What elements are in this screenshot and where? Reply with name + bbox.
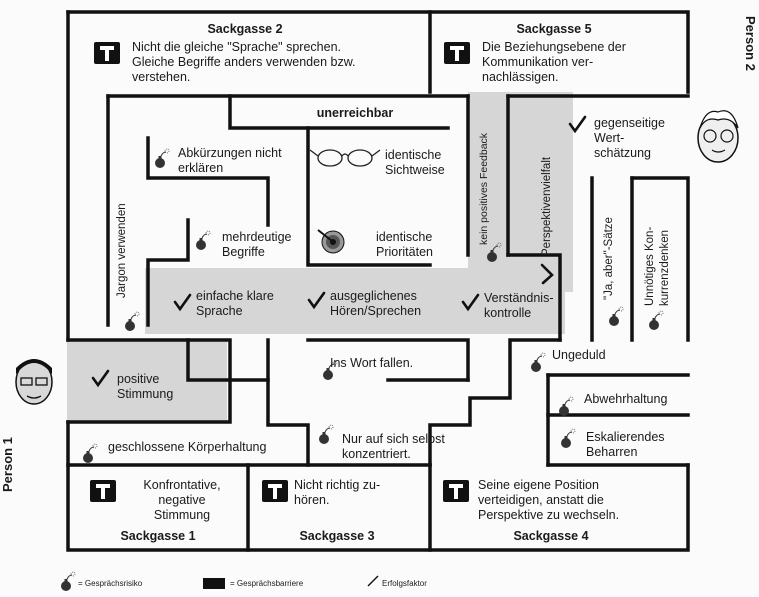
sackgasse-1-title: Sackgasse 1 xyxy=(120,529,196,543)
check-icon-stimmung xyxy=(91,369,110,388)
sackgasse-3-text: Nicht richtig zu- hören. xyxy=(294,478,381,507)
bomb-icon-jargon xyxy=(124,311,140,332)
legend-success-label: Erfolgsfaktor xyxy=(382,579,427,588)
risk-abkuerzungen: Abkürzungen nicht erklären xyxy=(178,146,282,175)
risk-kein-positives-feedback: kein positives Feedback xyxy=(478,132,490,245)
success-perspektivenvielfalt: Perspektivenvielfalt xyxy=(541,156,553,256)
risk-nur-auf-sich-selbst: Nur auf sich selbst konzentriert. xyxy=(342,432,445,461)
risk-jargon: Jargon verwenden xyxy=(116,203,128,298)
glasses-icon xyxy=(309,149,381,167)
bomb-icon-jaaber xyxy=(608,306,624,327)
risk-ins-wort-fallen: Ins Wort fallen. xyxy=(330,356,414,370)
person-2-face-icon xyxy=(697,110,739,163)
bomb-icon-eskal xyxy=(560,428,576,449)
barrier-icon-s3 xyxy=(262,480,288,502)
risk-konkurrenzdenken: Unnötiges Kon- kurrenzdenken xyxy=(644,226,671,306)
sackgasse-5-text: Die Beziehungsebene der Kommunikation ve… xyxy=(482,40,626,84)
bomb-icon-abwehr xyxy=(558,396,574,417)
right-vertical-path xyxy=(468,92,573,292)
risk-abwehrhaltung: Abwehrhaltung xyxy=(584,392,668,406)
success-verstaendniskontrolle: Verständnis- kontrolle xyxy=(484,291,554,320)
risk-mehrdeutige-begriffe: mehrdeutige Begriffe xyxy=(222,230,292,259)
bomb-icon-koerper xyxy=(82,443,98,464)
sackgasse-4-text: Seine eigene Position verteidigen, ansta… xyxy=(478,478,620,522)
check-icon-perspektive xyxy=(540,263,554,285)
legend-barrier-icon xyxy=(203,578,225,589)
bomb-icon-selbst xyxy=(318,424,334,445)
risk-ungeduld: Ungeduld xyxy=(552,348,606,362)
sackgasse-3-title: Sackgasse 3 xyxy=(299,529,375,543)
unerreichbar-title: unerreichbar xyxy=(316,106,394,120)
bomb-icon-konkurrenz xyxy=(648,310,664,331)
sackgasse-4-title: Sackgasse 4 xyxy=(513,529,589,543)
person-1-face-icon xyxy=(15,359,53,405)
check-icon-hoeren xyxy=(307,291,326,310)
person-1-label: Person 1 xyxy=(0,437,15,492)
legend-check-icon xyxy=(367,575,379,587)
barrier-icon-s4 xyxy=(443,480,469,502)
bomb-icon-mehr xyxy=(195,230,211,251)
target-icon xyxy=(317,229,345,254)
maze-walls xyxy=(66,10,690,552)
bomb-icon-ungeduld xyxy=(530,352,546,373)
success-wertschaetzung: gegenseitige Wert- schätzung xyxy=(594,116,665,160)
goal-identische-sichtweise: identische Sichtweise xyxy=(385,148,445,177)
barrier-icon-s1 xyxy=(90,480,116,502)
success-ausgeglichenes-hoeren: ausgeglichenes Hören/Sprechen xyxy=(330,289,422,318)
bomb-icon-abk xyxy=(154,148,170,169)
check-icons xyxy=(91,115,587,388)
check-icon-wertschaetzung xyxy=(568,115,587,134)
legend-bomb-icon xyxy=(60,571,76,592)
sackgasse-2-text: Nicht die gleiche "Sprache" sprechen. Gl… xyxy=(132,40,356,84)
goal-identische-prioritaeten: identische Prioritäten xyxy=(376,230,433,259)
barrier-icon-s2 xyxy=(94,42,120,64)
risk-eskalierendes-beharren: Eskalierendes Beharren xyxy=(586,430,665,459)
check-icon-verstaendnis xyxy=(461,293,480,312)
sackgasse-1-text: Konfrontative, negative Stimmung xyxy=(143,478,221,522)
sackgasse-5-title: Sackgasse 5 xyxy=(516,22,592,36)
success-positive-stimmung: positive Stimmung xyxy=(117,372,174,401)
success-einfache-sprache: einfache klare Sprache xyxy=(196,289,274,318)
risk-ja-aber-saetze: "Ja, aber"-Sätze xyxy=(603,217,615,300)
legend-barrier-label: = Gesprächsbarriere xyxy=(230,579,304,588)
person-2-label: Person 2 xyxy=(743,16,758,71)
legend-risk-label: = Gesprächsrisiko xyxy=(78,579,143,588)
risk-geschlossene-koerperhaltung: geschlossene Körperhaltung xyxy=(108,440,267,454)
check-icon-sprache xyxy=(173,293,192,312)
sackgasse-2-title: Sackgasse 2 xyxy=(207,22,283,36)
barrier-icon-s5 xyxy=(444,42,470,64)
